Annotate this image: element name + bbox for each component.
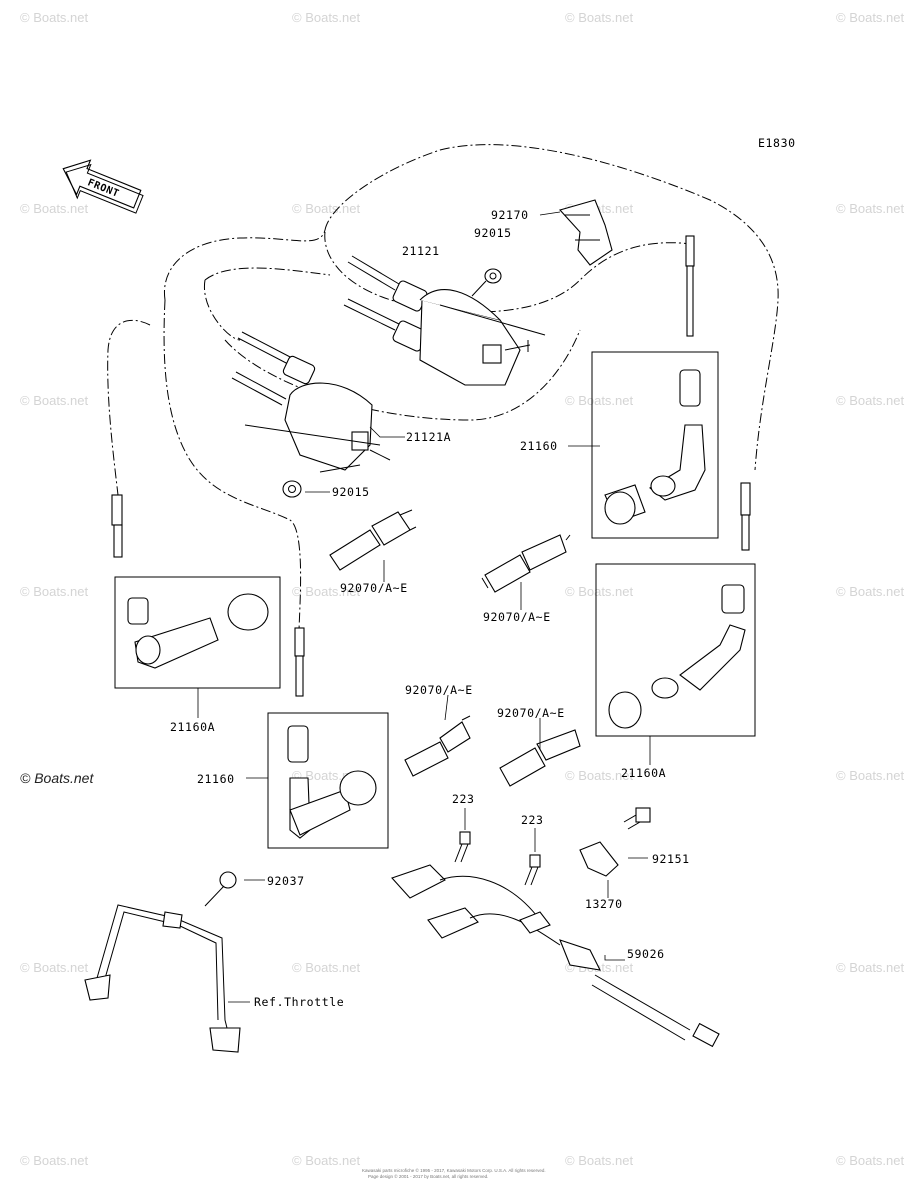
throttle-bracket	[84, 904, 241, 1053]
label-92015-mid: 92015	[332, 485, 370, 499]
label-21160A-right: 21160A	[621, 766, 666, 780]
footer-line-2: Page design © 2001 - 2017 by Boats.net, …	[368, 1173, 488, 1179]
harness-outline-left	[163, 299, 302, 631]
front-arrow-icon: FRONT	[62, 159, 144, 214]
watermark-dark: © Boats.net	[20, 770, 94, 786]
watermark: © Boats.net	[836, 201, 905, 216]
label-92015-top: 92015	[474, 226, 512, 240]
watermark: © Boats.net	[565, 1153, 634, 1168]
watermark: © Boats.net	[836, 960, 905, 975]
grommet-92015-lower	[282, 480, 302, 498]
watermark: © Boats.net	[565, 768, 634, 783]
label-92070-lower-right: 92070/A~E	[497, 706, 565, 720]
wire-harness-59026	[391, 864, 720, 1048]
label-21121: 21121	[402, 244, 440, 258]
watermark: © Boats.net	[20, 10, 89, 25]
watermark: © Boats.net	[20, 584, 89, 599]
cable-left-run	[107, 319, 151, 496]
grommet-92015-upper	[471, 268, 502, 297]
spark-plug-left	[329, 509, 417, 571]
watermark-layer: © Boats.net © Boats.net © Boats.net © Bo…	[20, 10, 905, 1168]
plug-cap-21160A-right	[595, 482, 756, 737]
label-223-a: 223	[452, 792, 475, 806]
watermark: © Boats.net	[836, 584, 905, 599]
label-92151: 92151	[652, 852, 690, 866]
watermark: © Boats.net	[20, 1153, 89, 1168]
label-21160A-left: 21160A	[170, 720, 215, 734]
watermark: © Boats.net	[292, 201, 361, 216]
spark-plug-cable-upper-right	[685, 235, 695, 337]
plug-cap-21160-lower-left	[267, 712, 389, 849]
watermark: © Boats.net	[20, 393, 89, 408]
spark-plug-lower-right	[499, 729, 581, 787]
leader-lines	[197, 211, 651, 1003]
label-92170: 92170	[491, 208, 529, 222]
clamp-92037	[204, 871, 237, 907]
footer-line-1: Kawasaki parts microfiche © 1995 - 2017,…	[362, 1167, 546, 1173]
bolt-223-right	[524, 854, 541, 886]
watermark: © Boats.net	[836, 10, 905, 25]
label-59026: 59026	[627, 947, 665, 961]
label-13270: 13270	[585, 897, 623, 911]
label-92070-lower-left: 92070/A~E	[405, 683, 473, 697]
watermark: © Boats.net	[565, 10, 634, 25]
label-21160-left: 21160	[197, 772, 235, 786]
label-92037: 92037	[267, 874, 305, 888]
label-21160-right: 21160	[520, 439, 558, 453]
harness-outline-lower	[163, 229, 694, 313]
label-92070-left: 92070/A~E	[340, 581, 408, 595]
watermark: © Boats.net	[836, 393, 905, 408]
watermark: © Boats.net	[20, 960, 89, 975]
label-223-b: 223	[521, 813, 544, 827]
spark-plug-cable-center	[294, 627, 305, 697]
clamp-92170	[558, 199, 613, 266]
label-ref-throttle: Ref.Throttle	[254, 995, 344, 1009]
watermark: © Boats.net	[565, 393, 634, 408]
harness-outline-loop	[203, 267, 581, 421]
label-21121A: 21121A	[406, 430, 451, 444]
harness-outline-upper	[324, 144, 779, 471]
plug-cap-21160A-left	[111, 494, 281, 689]
watermark: © Boats.net	[292, 1153, 361, 1168]
clamp-13270	[579, 841, 619, 877]
diagram-code: E1830	[758, 136, 796, 150]
watermark: © Boats.net	[565, 584, 634, 599]
label-92070-middle: 92070/A~E	[483, 610, 551, 624]
watermark: © Boats.net	[20, 201, 89, 216]
plug-cap-21160-upper-right	[591, 351, 719, 539]
spark-plug-lower-left	[404, 715, 471, 777]
watermark: © Boats.net	[292, 10, 361, 25]
ignition-coil-upper	[343, 255, 546, 386]
ignition-coil-lower	[231, 331, 391, 473]
watermark: © Boats.net	[836, 768, 905, 783]
bolt-223-left	[454, 831, 471, 863]
watermark: © Boats.net	[292, 584, 361, 599]
watermark: © Boats.net	[836, 1153, 905, 1168]
spark-plug-middle	[481, 534, 571, 593]
bolt-92151	[623, 807, 651, 830]
watermark: © Boats.net	[292, 960, 361, 975]
